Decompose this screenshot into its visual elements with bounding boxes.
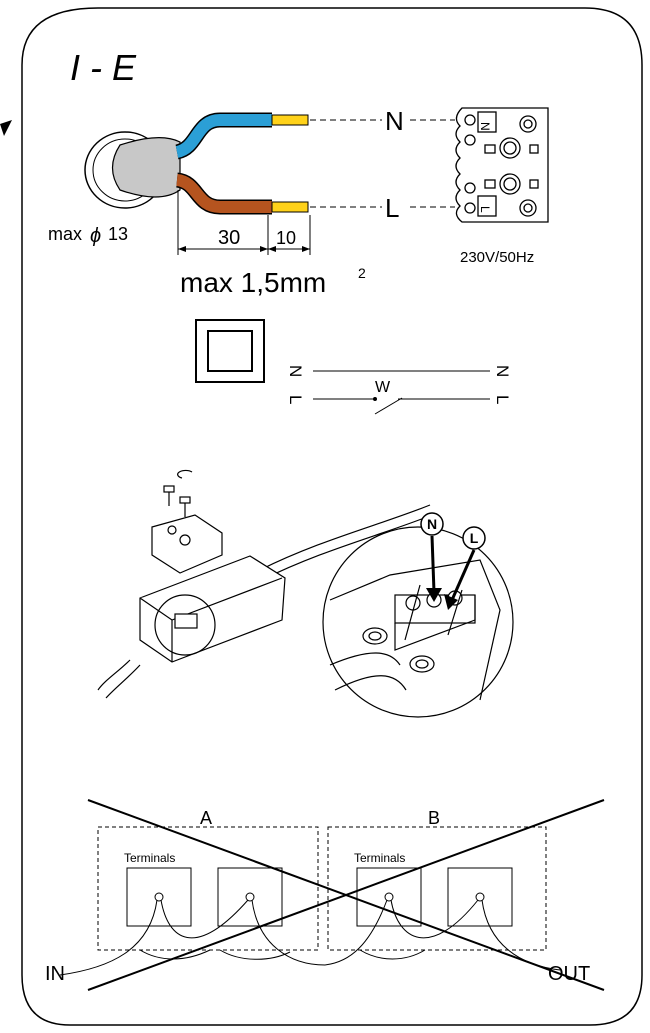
- daisy-chain-wires: [59, 899, 561, 976]
- live-wire-fill: [175, 174, 272, 213]
- neutral-wire-tip: [271, 114, 309, 126]
- cable-illustration: [84, 131, 181, 209]
- schematic-left-l: L: [286, 395, 305, 404]
- section-code: I - E: [70, 47, 137, 88]
- live-label: L: [385, 193, 399, 223]
- double-insulation-inner-icon: [207, 330, 253, 372]
- out-label: OUT: [548, 963, 590, 985]
- dimension-lines: [177, 190, 311, 255]
- badge-n-icon: [420, 512, 444, 536]
- terminal-boxes: [126, 867, 513, 927]
- group-a-label: A: [200, 808, 212, 828]
- arrowhead-l-icon: [444, 594, 458, 610]
- schematic-left-n: N: [286, 365, 305, 377]
- supply-voltage: 230V/50Hz: [460, 249, 534, 266]
- strip-length-label: 30: [218, 227, 240, 249]
- driver-installation-drawing: [97, 469, 514, 718]
- terminal-block: [455, 107, 549, 223]
- cross-out-mark: [87, 799, 605, 991]
- terminals-b-label: Terminals: [354, 851, 405, 865]
- arrowhead-n-icon: [426, 588, 442, 602]
- terminal-neutral-mark: N: [478, 122, 492, 131]
- badge-l-label: L: [470, 530, 479, 546]
- badge-l-icon: [462, 526, 486, 550]
- cross-section-exponent: 2: [358, 265, 366, 281]
- diameter-symbol: ϕ: [90, 225, 101, 247]
- in-label: IN: [45, 963, 65, 985]
- double-insulation-outer-icon: [195, 319, 265, 383]
- neutral-label: N: [385, 106, 404, 136]
- corner-arrow-icon: [0, 120, 12, 136]
- cross-section-label: max 1,5mm: [180, 267, 326, 298]
- terminals-a-label: Terminals: [124, 851, 175, 865]
- group-b-label: B: [428, 808, 440, 828]
- page-frame: [21, 7, 643, 1026]
- schematic-right-n: N: [493, 365, 512, 377]
- terminal-live-mark: L: [478, 206, 492, 213]
- switch-label: W: [375, 379, 391, 396]
- neutral-wire-fill: [175, 114, 272, 158]
- install-arrows: [430, 535, 476, 601]
- badge-n-label: N: [427, 516, 437, 532]
- switch-schematic: [313, 370, 490, 415]
- group-a-box: [97, 826, 319, 951]
- schematic-right-l: L: [493, 395, 512, 404]
- group-b-box: [327, 826, 547, 951]
- bare-length-label: 10: [276, 228, 296, 248]
- diameter-value: 13: [108, 224, 128, 244]
- live-wire-tip: [271, 201, 309, 213]
- diameter-max-label: max: [48, 224, 82, 244]
